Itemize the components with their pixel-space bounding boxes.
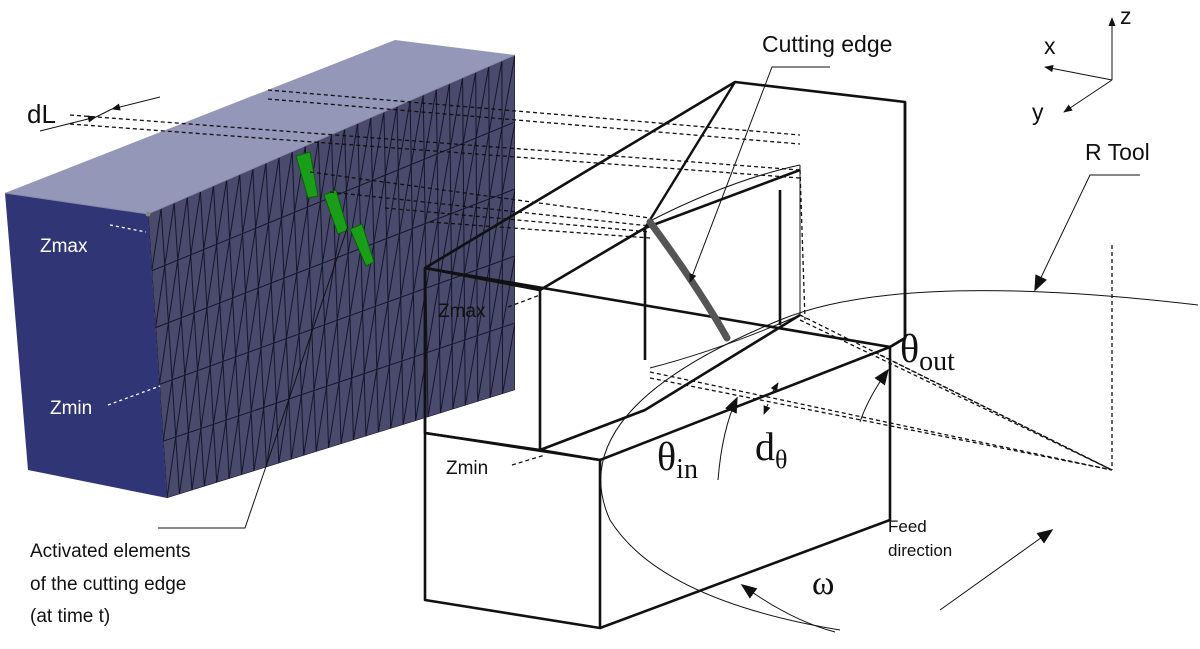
rotation-omega: ω <box>740 565 836 633</box>
axis-z-label: z <box>1120 3 1132 29</box>
axis-y-label: y <box>1032 99 1044 125</box>
theta-out: θout <box>859 326 955 423</box>
block-zmax-label: Zmax <box>438 301 486 322</box>
tool-geometry <box>600 245 1199 631</box>
mesh-block-top-face <box>5 40 515 214</box>
activated-label-3: (at time t) <box>30 606 110 627</box>
mesh-zmax-label: Zmax <box>40 236 88 257</box>
dl-indicator: dL <box>27 96 161 132</box>
theta-out-label: θout <box>900 326 955 377</box>
axis-x-label: x <box>1044 33 1056 59</box>
mesh-zmin-label: Zmin <box>50 398 92 419</box>
theta-in: θin <box>657 396 738 485</box>
activated-elements-callout: Activated elements of the cutting edge (… <box>30 225 349 627</box>
projection-lines <box>69 89 801 239</box>
dl-label: dL <box>27 99 56 129</box>
block-zmin-label: Zmin <box>446 458 488 479</box>
mesh-block-front-face <box>5 193 167 498</box>
workpiece-block <box>423 80 907 630</box>
feed-label-2: direction <box>888 541 952 560</box>
cutting-edge-callout: Cutting edge <box>689 31 892 283</box>
feed-direction: Feed direction <box>888 517 1054 611</box>
cutting-edge <box>646 218 731 342</box>
activated-label-1: Activated elements <box>30 541 191 562</box>
theta-in-label: θin <box>657 434 698 485</box>
activated-elements <box>295 151 319 199</box>
d-theta: dθ <box>755 382 787 474</box>
r-tool-callout: R Tool <box>1034 139 1150 292</box>
axes-triad: z x y <box>1032 3 1132 125</box>
feed-label-1: Feed <box>888 517 927 536</box>
activated-elements <box>349 223 375 267</box>
d-theta-label: dθ <box>755 424 787 474</box>
omega-label: ω <box>812 565 834 602</box>
mesh-block <box>4 40 516 498</box>
activated-label-2: of the cutting edge <box>30 574 186 595</box>
r-tool-label: R Tool <box>1085 139 1150 165</box>
cutting-edge-label: Cutting edge <box>762 31 892 57</box>
